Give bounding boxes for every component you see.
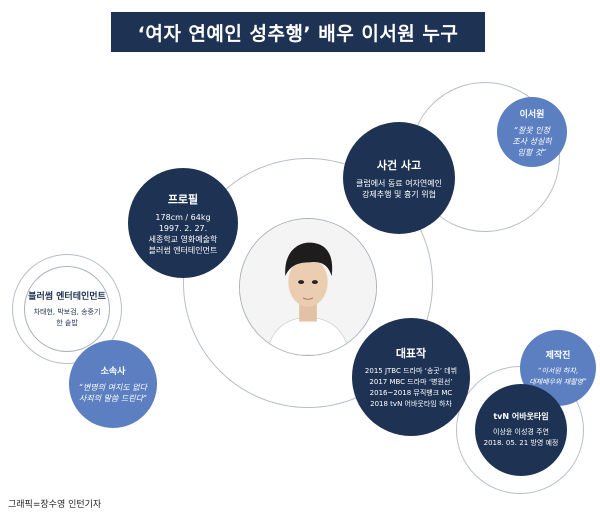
works-title: 대표작: [395, 346, 427, 360]
portrait-image: [240, 219, 376, 355]
ring-central: [183, 158, 433, 408]
profile-node: 프로필 178cm / 64kg 1997. 2. 27. 세종학교 영화예술학…: [128, 168, 238, 278]
portrait-circle: [239, 218, 377, 356]
ring-agency: [12, 254, 122, 364]
lee-quote-node: 이서원 “잘못 인정 조사 성실히 임할 것”: [497, 97, 567, 167]
producer-quote-line: 대체배우와 재촬영”: [529, 378, 587, 386]
producer-quote-line: “이서원 하차,: [537, 367, 579, 375]
profile-line: 세종학교 영화예술학: [148, 234, 218, 244]
lee-quote-title: 이서원: [519, 109, 545, 120]
lee-quote-line: “잘못 인정: [513, 125, 551, 135]
agency-line: 차태현, 박보검, 송중기: [33, 308, 101, 316]
lee-quote-line: 임할 것”: [517, 147, 547, 157]
works-line: 2017 MBC 드라마 ‘병원선’: [369, 377, 453, 386]
agency-quote-node: 소속사 “변명의 여지도 없다 사죄의 말씀 드린다”: [69, 340, 157, 428]
tvn-line: 2018. 05. 21 방영 예정: [483, 439, 559, 447]
agency-quote-line: “변명의 여지도 없다: [78, 383, 148, 392]
profile-line: 1997. 2. 27.: [158, 223, 208, 233]
incident-line: 강제추행 및 흉기 위협: [362, 189, 436, 199]
tvn-node: tvN 어바웃타임 이상윤 이성경 주연 2018. 05. 21 방영 예정: [475, 384, 567, 476]
agency-title: 블러썸 엔터테인먼트: [28, 292, 106, 302]
graphic-credit: 그래픽=장수영 인턴기자: [8, 500, 102, 510]
lee-quote-line: 조사 성실히: [512, 136, 552, 146]
profile-line: 178cm / 64kg: [155, 212, 211, 222]
incident-line: 클럽에서 동료 여자연예인: [355, 178, 443, 188]
tvn-line: 이상윤 이성경 주연: [493, 428, 549, 436]
incident-node: 사건 사고 클럽에서 동료 여자연예인 강제추행 및 흉기 위협: [343, 122, 455, 234]
page-title: ‘여자 연예인 성추행’ 배우 이서원 누구: [111, 12, 485, 52]
works-line: 2018 tvN 어바웃타임 하차: [370, 399, 452, 408]
profile-line: 블러썸 엔터테인먼트: [148, 245, 218, 255]
agency-node: 블러썸 엔터테인먼트 차태현, 박보검, 송중기 한 솥밥: [24, 266, 110, 352]
agency-quote-title: 소속사: [100, 367, 126, 377]
tvn-title: tvN 어바웃타임: [493, 412, 549, 421]
producer-quote-title: 제작진: [545, 351, 571, 361]
incident-title: 사건 사고: [376, 158, 422, 172]
works-node: 대표작 2015 JTBC 드라마 ‘송곳’ 데뷔 2017 MBC 드라마 ‘…: [352, 318, 470, 436]
agency-line: 한 솥밥: [56, 319, 78, 327]
works-line: 2015 JTBC 드라마 ‘송곳’ 데뷔: [364, 366, 458, 375]
agency-quote-line: 사죄의 말씀 드린다”: [78, 394, 148, 403]
works-line: 2016~2018 뮤직뱅크 MC: [369, 388, 453, 397]
profile-title: 프로필: [167, 192, 199, 206]
